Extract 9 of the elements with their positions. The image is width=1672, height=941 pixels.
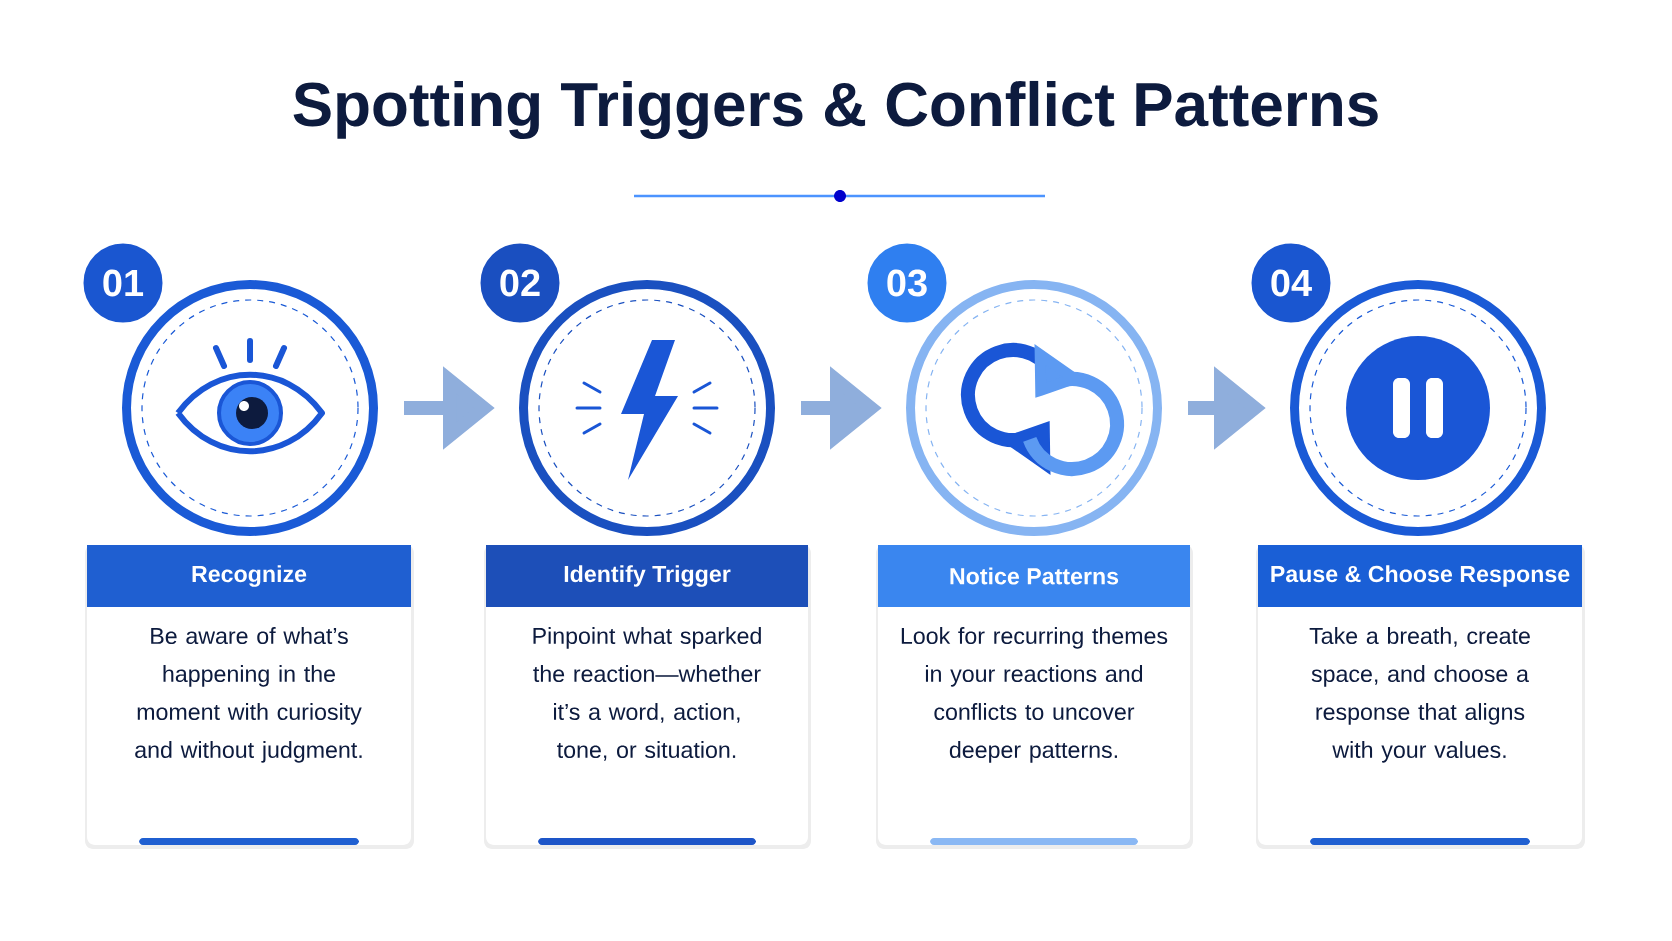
step-card: Identify Trigger Pinpoint what sparked the reaction—whether it’s a word, action, tone, or situation. [484, 545, 811, 849]
step-card: Notice Patterns Look for recurring themes in your reactions and conflicts to uncover deeper patterns. [876, 545, 1193, 849]
number-badge: 02 [477, 240, 563, 326]
number-badge: 03 [864, 240, 950, 326]
step-card: Recognize Be aware of what’s happening in the moment with curiosity and without judgment. [85, 545, 414, 849]
number-badge: 04 [1248, 240, 1334, 326]
title: Spotting Triggers & Conflict Patterns [293, 80, 1378, 140]
step-card: Pause & Choose Response Take a breath, create space, and choose a response that aligns with your values. [1256, 545, 1585, 849]
number-badge: 01 [80, 240, 166, 326]
